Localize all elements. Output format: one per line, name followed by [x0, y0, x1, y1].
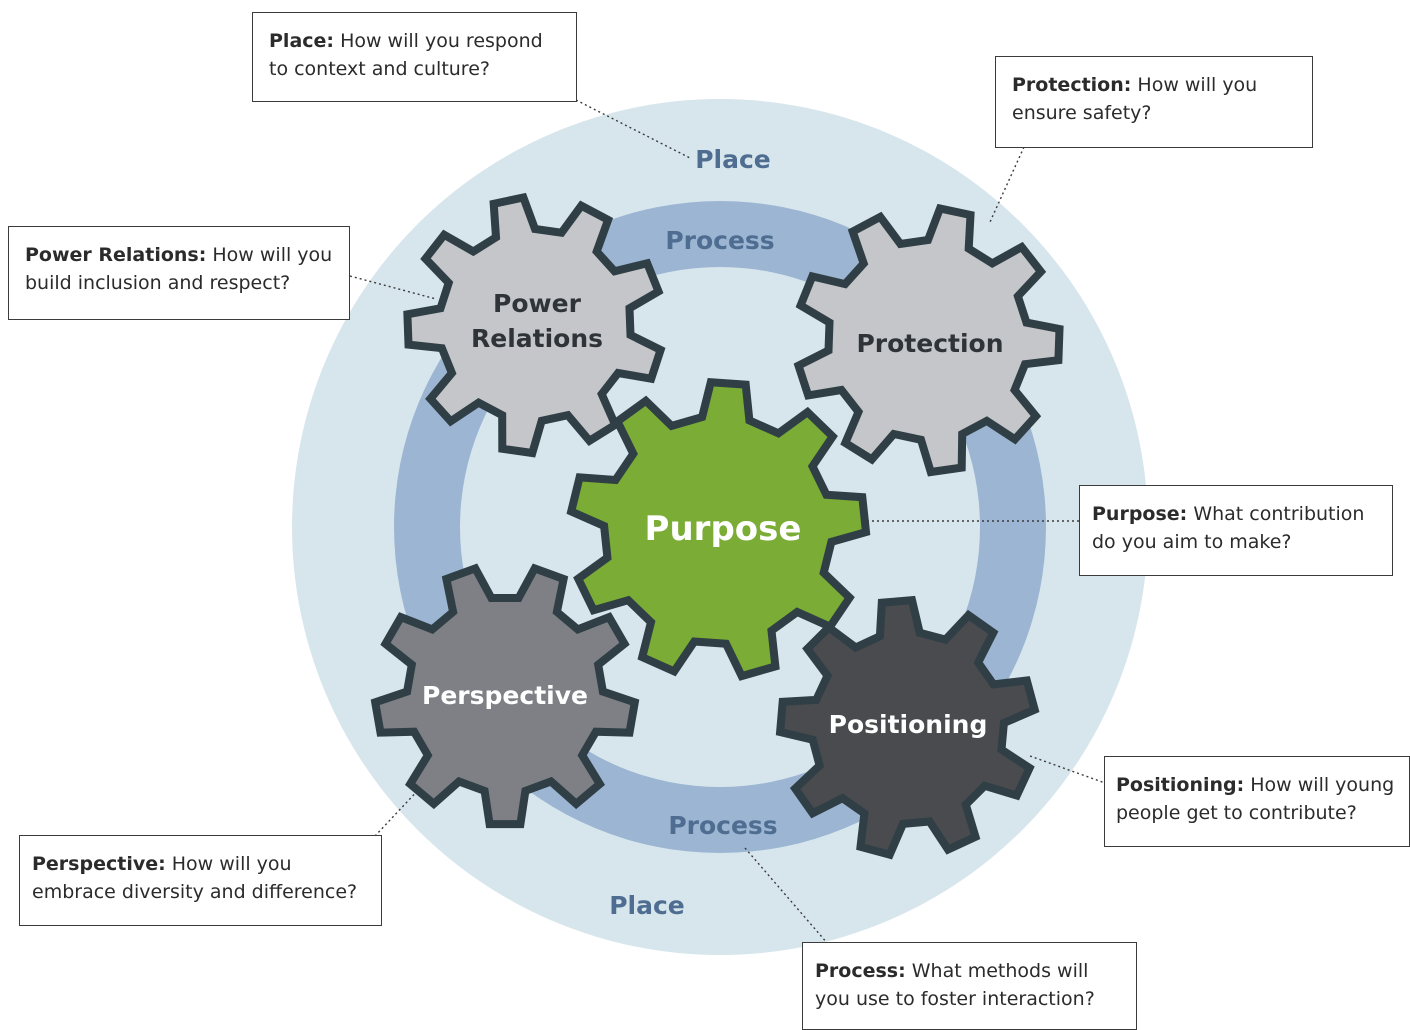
protection-callout: Protection: How will you ensure safety? [995, 56, 1313, 148]
power-relations-callout-question: How will you build inclusion and respect… [25, 244, 333, 294]
process-ring-label-top: Process [665, 226, 774, 255]
perspective-callout-term: Perspective: [32, 853, 166, 875]
positioning-callout: Positioning: How will young people get t… [1104, 756, 1410, 847]
power-relations-label-line1: Power [493, 289, 582, 318]
positioning-callout-question: How will young people get to contribute? [1116, 774, 1395, 824]
power-relations-callout: Power Relations: How will you build incl… [8, 226, 350, 320]
protection-leader-line [989, 146, 1025, 223]
purpose-callout-question: What contribution do you aim to make? [1092, 503, 1365, 553]
purpose-gear [566, 377, 871, 681]
purpose-callout-term: Purpose: [1092, 503, 1188, 525]
place-callout-question: How will you respond to context and cult… [269, 30, 543, 80]
place-ring-label-bottom: Place [609, 891, 685, 920]
place-callout-term: Place: [269, 30, 335, 52]
process-leader-line [744, 847, 829, 945]
process-callout-question: What methods will you use to foster inte… [815, 960, 1095, 1010]
perspective-callout-question: How will you embrace diversity and diffe… [32, 853, 358, 903]
perspective-gear [370, 563, 640, 829]
place-ring-label-top: Place [695, 145, 771, 174]
protection-gear [793, 203, 1064, 477]
purpose-callout: Purpose: What contribution do you aim to… [1079, 485, 1393, 576]
positioning-callout-term: Positioning: [1116, 774, 1245, 796]
protection-callout-question: How will you ensure safety? [1012, 74, 1258, 124]
process-callout-term: Process: [815, 960, 906, 982]
positioning-label: Positioning [829, 710, 988, 739]
protection-label: Protection [856, 329, 1003, 358]
positioning-leader-line [1029, 755, 1106, 784]
power-relations-callout-term: Power Relations: [25, 244, 207, 266]
place-leader-line [575, 99, 691, 159]
perspective-callout: Perspective: How will you embrace divers… [19, 835, 382, 926]
protection-callout-term: Protection: [1012, 74, 1132, 96]
power-relations-gear [403, 192, 666, 458]
power-relations-label-line2: Relations [471, 324, 603, 353]
purpose-label: Purpose [645, 509, 802, 549]
process-ring-label-bottom: Process [668, 811, 777, 840]
perspective-leader-line [374, 785, 423, 837]
perspective-label: Perspective [422, 681, 588, 710]
process-callout: Process: What methods will you use to fo… [802, 942, 1137, 1030]
place-callout: Place: How will you respond to context a… [252, 12, 577, 102]
